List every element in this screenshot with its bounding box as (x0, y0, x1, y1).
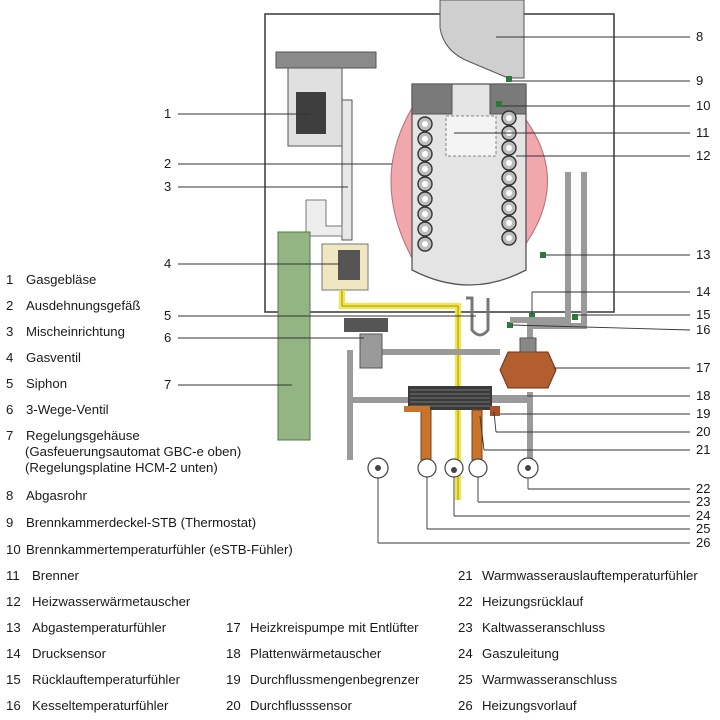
callout-numbers: 1 2 3 4 5 6 7 8 9 10 11 12 13 14 15 16 1… (164, 29, 710, 550)
gas-blower (296, 92, 326, 134)
dhw-pipe-left (420, 409, 432, 461)
callout-16: 16 (696, 322, 710, 337)
callout-7: 7 (164, 377, 171, 392)
callout-9: 9 (696, 73, 703, 88)
mixing-pipe (341, 99, 353, 241)
callout-12: 12 (696, 148, 710, 163)
callout-18: 18 (696, 388, 710, 403)
callout-25: 25 (696, 521, 710, 536)
legend-item-7-line-2: (Regelungsplatine HCM-2 unten) (25, 460, 218, 475)
flue-pipe (439, 0, 525, 79)
burner (445, 115, 497, 157)
callout-10: 10 (696, 98, 710, 113)
callout-2: 2 (164, 156, 171, 171)
flow-limiter (404, 406, 430, 412)
callout-14: 14 (696, 284, 710, 299)
callout-15: 15 (696, 307, 710, 322)
callout-3: 3 (164, 179, 171, 194)
callout-17: 17 (696, 360, 710, 375)
callout-24: 24 (696, 508, 710, 523)
callout-26: 26 (696, 535, 710, 550)
callout-23: 23 (696, 494, 710, 509)
three-way-valve (344, 318, 388, 332)
flow-sensor (490, 406, 500, 416)
callout-8: 8 (696, 29, 703, 44)
boiler-temp-sensor (507, 322, 513, 328)
callout-11: 11 (696, 125, 710, 140)
callout-21: 21 (696, 442, 710, 457)
callout-22: 22 (696, 481, 710, 496)
flue-gas-sensor (540, 252, 546, 258)
combustion-chamber (411, 83, 527, 286)
callout-13: 13 (696, 247, 710, 262)
chamber-cover (411, 83, 453, 115)
pump-top (519, 337, 537, 353)
expansion-vessel (390, 106, 413, 259)
callout-6: 6 (164, 330, 171, 345)
pressure-sensor (529, 313, 535, 319)
siphon (466, 296, 490, 337)
heat-exchanger-coils (417, 110, 517, 252)
leader-lines (178, 36, 691, 544)
legend-item-7-line-1: (Gasfeuerungsautomat GBC-e oben) (25, 444, 242, 459)
callout-5: 5 (164, 308, 171, 323)
chamber-temp-sensor (496, 101, 502, 107)
fan-housing (275, 51, 377, 69)
control-housing (277, 231, 311, 441)
stb-thermostat-sensor (506, 76, 512, 82)
callout-19: 19 (696, 406, 710, 421)
gas-valve-body (338, 250, 360, 280)
heating-pump (499, 351, 557, 389)
chamber-cover-right (489, 83, 527, 115)
three-way-valve-body (359, 333, 383, 369)
callout-4: 4 (164, 256, 171, 271)
callout-20: 20 (696, 424, 710, 439)
callout-1: 1 (164, 106, 171, 121)
return-temp-sensor (572, 314, 578, 320)
